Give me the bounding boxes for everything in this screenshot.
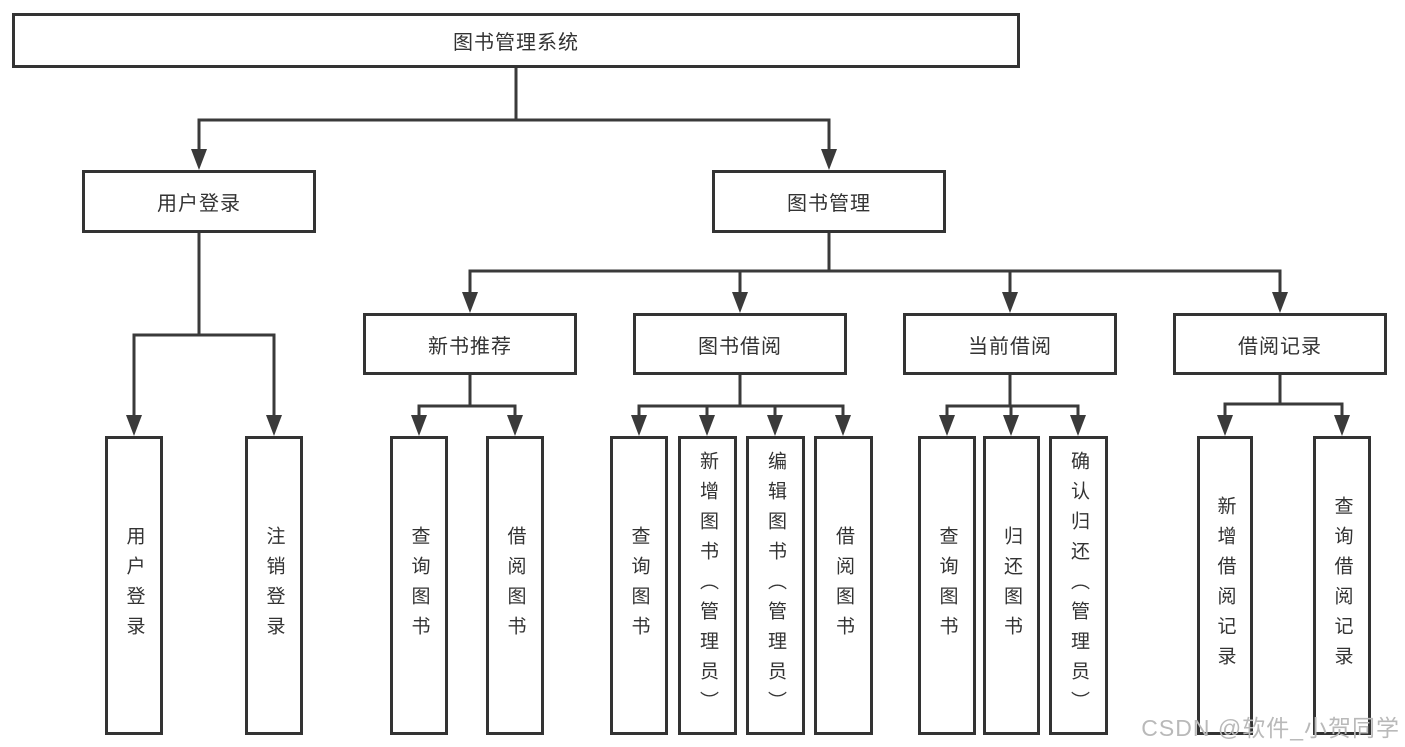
leaf-query-books-current-label: 查询图书 xyxy=(936,525,958,646)
node-current-borrowing: 当前借阅 xyxy=(903,313,1117,375)
node-new-book-recommend-label: 新书推荐 xyxy=(428,335,512,358)
leaf-query-books-borrow: 查询图书 xyxy=(610,436,668,735)
leaf-borrow-books-label: 借阅图书 xyxy=(833,525,854,646)
leaf-add-books-admin: 新增图书（管理员） xyxy=(678,436,737,735)
node-borrowing-records-label: 借阅记录 xyxy=(1238,335,1322,358)
leaf-query-books-recommend-label: 查询图书 xyxy=(408,525,430,646)
node-new-book-recommend: 新书推荐 xyxy=(363,313,577,375)
node-user-login-label: 用户登录 xyxy=(157,193,241,215)
node-root: 图书管理系统 xyxy=(12,13,1020,68)
leaf-query-borrow-record: 查询借阅记录 xyxy=(1313,436,1371,735)
leaf-edit-books-admin-label: 编辑图书（管理员） xyxy=(765,450,786,721)
leaf-logout-label: 注销登录 xyxy=(263,525,285,646)
leaf-logout: 注销登录 xyxy=(245,436,303,735)
node-current-borrowing-label: 当前借阅 xyxy=(968,335,1052,358)
leaf-add-borrow-record-label: 新增借阅记录 xyxy=(1214,495,1236,676)
leaf-query-borrow-record-label: 查询借阅记录 xyxy=(1331,495,1353,676)
connector-edges xyxy=(132,68,1344,420)
leaf-query-books-recommend: 查询图书 xyxy=(390,436,448,735)
leaf-confirm-return-admin-label: 确认归还（管理员） xyxy=(1068,450,1089,721)
leaf-borrow-books-recommend-label: 借阅图书 xyxy=(504,525,526,646)
node-user-login: 用户登录 xyxy=(82,170,316,233)
leaf-add-books-admin-label: 新增图书（管理员） xyxy=(697,450,718,721)
node-book-management: 图书管理 xyxy=(712,170,946,233)
leaf-return-books: 归还图书 xyxy=(983,436,1040,735)
node-book-borrowing-label: 图书借阅 xyxy=(698,335,782,358)
leaf-borrow-books-recommend: 借阅图书 xyxy=(486,436,544,735)
leaf-query-books-borrow-label: 查询图书 xyxy=(628,525,650,646)
leaf-user-login: 用户登录 xyxy=(105,436,163,735)
leaf-edit-books-admin: 编辑图书（管理员） xyxy=(746,436,805,735)
node-borrowing-records: 借阅记录 xyxy=(1173,313,1387,375)
leaf-borrow-books: 借阅图书 xyxy=(814,436,873,735)
leaf-return-books-label: 归还图书 xyxy=(1001,525,1022,646)
leaf-add-borrow-record: 新增借阅记录 xyxy=(1197,436,1253,735)
leaf-confirm-return-admin: 确认归还（管理员） xyxy=(1049,436,1108,735)
leaf-user-login-label: 用户登录 xyxy=(123,525,145,646)
node-book-borrowing: 图书借阅 xyxy=(633,313,847,375)
node-root-label: 图书管理系统 xyxy=(453,32,579,54)
watermark: CSDN @软件_小贺同学 xyxy=(1141,715,1400,741)
leaf-query-books-current: 查询图书 xyxy=(918,436,976,735)
arrowheads xyxy=(126,149,1350,436)
node-book-management-label: 图书管理 xyxy=(787,193,871,215)
